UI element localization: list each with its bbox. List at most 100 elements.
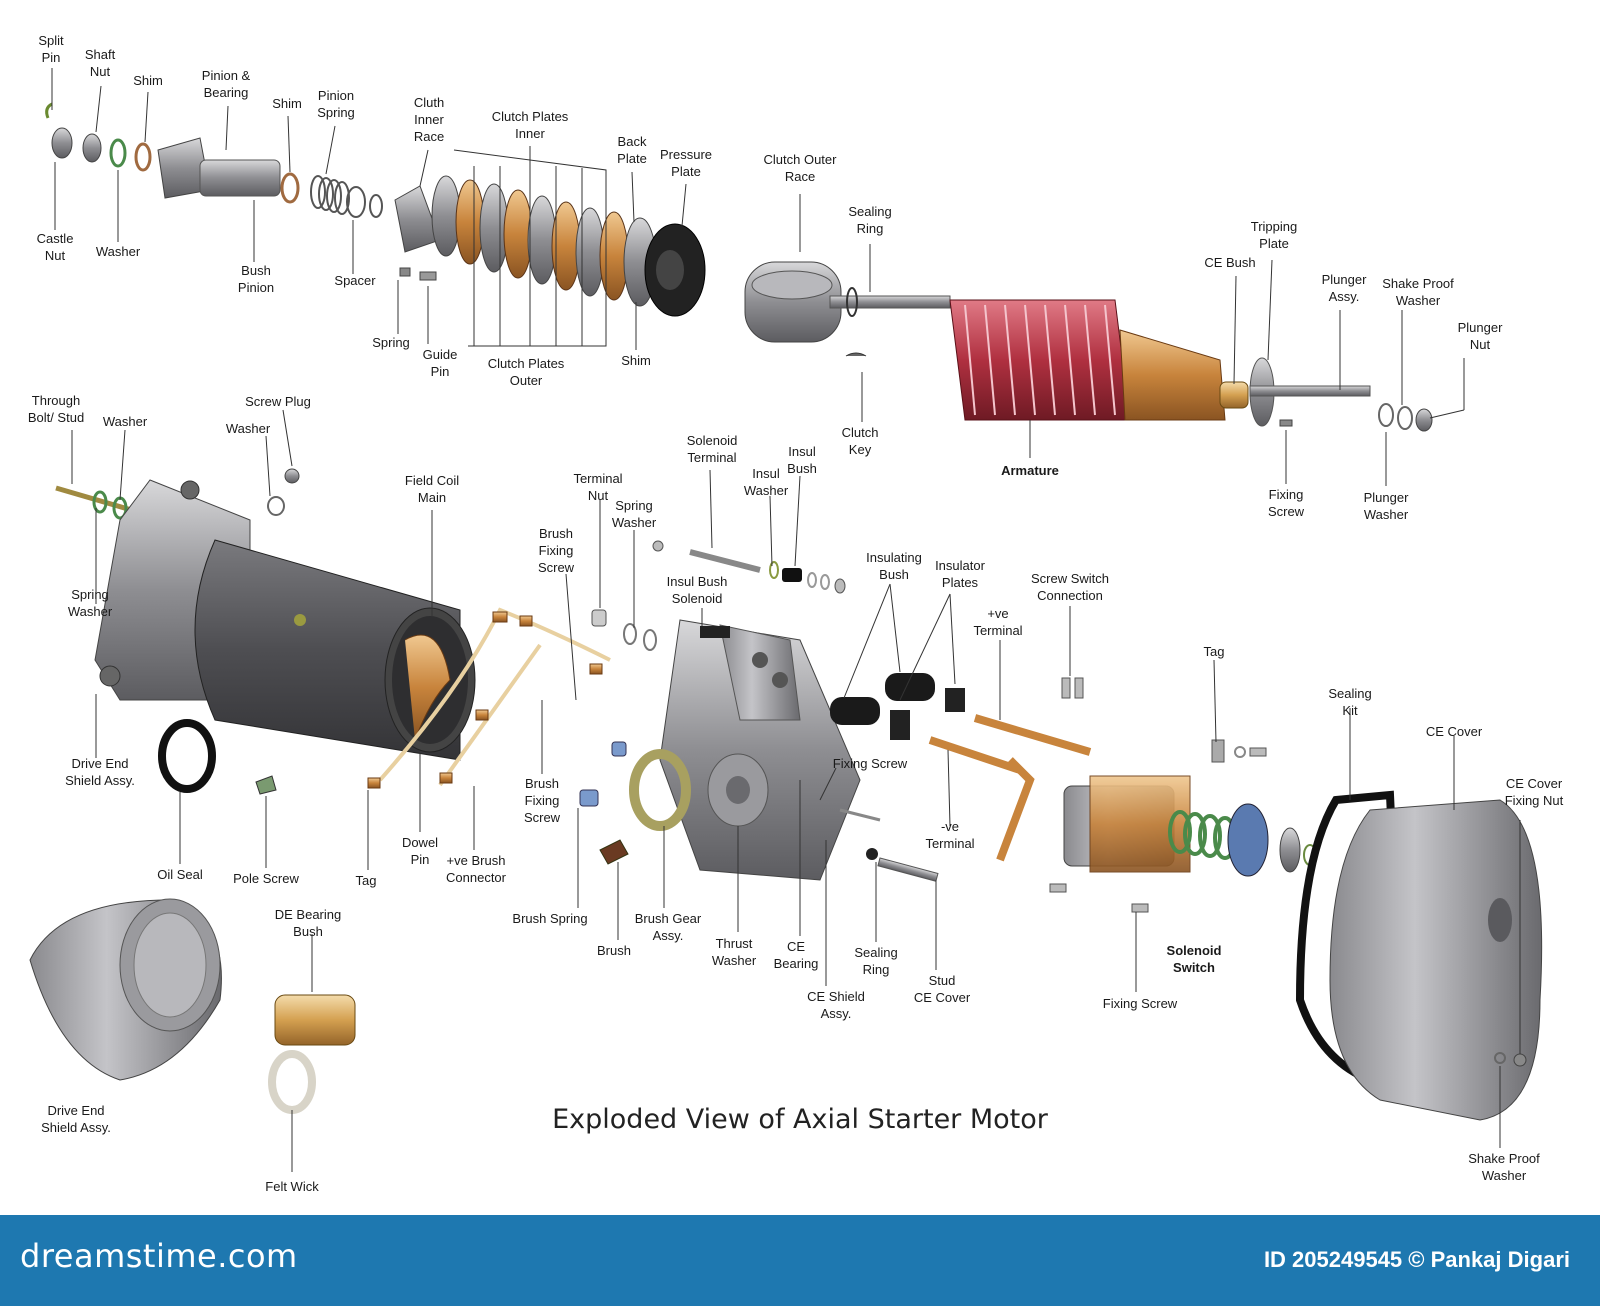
label-sealing-ring-bottom: Sealing Ring: [854, 945, 898, 977]
label-clutch-key: Clutch Key: [841, 425, 879, 457]
shim-part: [134, 142, 152, 172]
brush-spring-part: [579, 789, 599, 807]
label-fixing-screw-mid: Fixing Screw: [832, 756, 908, 771]
label-terminal-nut: Terminal Nut: [573, 471, 623, 503]
bush-pinion-part: [199, 159, 281, 197]
sealing-ring-small-part: [866, 848, 878, 860]
label-shake-proof-washer-top: Shake Proof Washer: [1382, 276, 1454, 308]
label-tag-right: Tag: [1203, 644, 1225, 659]
tag-part: [1211, 739, 1225, 763]
label-field-coil-main: Field Coil Main: [404, 473, 460, 505]
armature-windings: [964, 304, 1116, 416]
label-solenoid-switch: Solenoid Switch: [1166, 943, 1222, 975]
label-solenoid-terminal: Solenoid Terminal: [686, 433, 738, 465]
ce-bush-part: [1219, 381, 1249, 409]
label-washer-mid: Washer: [102, 414, 148, 429]
label-brush-gear-assy: Brush Gear Assy.: [634, 911, 702, 943]
label-ce-cover: CE Cover: [1425, 724, 1483, 739]
de-bearing-bush-part: [274, 994, 356, 1046]
stud-ce-cover-part: [877, 857, 939, 882]
castle-nut-part: [51, 127, 73, 159]
label-drive-end-shield-assy-bottom: Drive End Shield Assy.: [41, 1103, 111, 1135]
label-bush-pinion: Bush Pinion: [237, 263, 275, 295]
neg-terminal-part: [928, 736, 1022, 774]
solenoid-plunger-part: [1227, 803, 1269, 877]
label-through-bolt: Through Bolt/ Stud: [27, 393, 85, 425]
pole-screw-part: [255, 775, 277, 795]
label-spring-washer-mid: Spring Washer: [611, 498, 657, 530]
label-castle-nut: Castle Nut: [36, 231, 74, 263]
label-spring-washer-left: Spring Washer: [67, 587, 113, 619]
label-shim-2: Shim: [272, 96, 302, 111]
label-clutch-outer-race: Clutch Outer Race: [763, 152, 837, 184]
label-shaft-nut: Shaft Nut: [84, 47, 116, 79]
label-plunger-nut: Plunger Nut: [1457, 320, 1503, 352]
label-brush: Brush: [597, 943, 631, 958]
label-shim-1: Shim: [133, 73, 163, 88]
label-clutch-plates-inner: Clutch Plates Inner: [491, 109, 569, 141]
label-split-pin: Split Pin: [38, 33, 64, 65]
drive-end-bottom-group: [29, 898, 356, 1114]
label-pole-screw: Pole Screw: [233, 871, 299, 886]
armature-core-part: [949, 299, 1131, 421]
label-spring: Spring: [372, 335, 410, 350]
label-insul-bush: Insul Bush: [787, 444, 817, 476]
label-washer-top: Washer: [95, 244, 141, 259]
label-brush-fixing-screw-top: Brush Fixing Screw: [537, 526, 575, 575]
guide-pin-part: [419, 271, 437, 281]
label-insul-washer: Insul Washer: [743, 466, 789, 498]
label-guide-pin: Guide Pin: [422, 347, 458, 379]
felt-wick-part: [268, 1050, 316, 1114]
label-screw-switch-connection: Screw Switch Connection: [1030, 571, 1110, 603]
label-insulating-bush: Insulating Bush: [866, 550, 922, 582]
label-ce-bearing: CE Bearing: [773, 939, 819, 971]
label-plunger-assy: Plunger Assy.: [1321, 272, 1367, 304]
clutch-key-part: [845, 352, 867, 357]
label-neg-terminal: -ve Terminal: [925, 819, 975, 851]
label-oil-seal: Oil Seal: [157, 867, 203, 882]
armature-group: [744, 261, 1433, 432]
label-pinion-spring: Pinion Spring: [317, 88, 355, 120]
brand-logo[interactable]: dreamstime.com: [20, 1237, 298, 1275]
commutator-part: [1119, 329, 1226, 421]
oil-seal-part: [158, 719, 216, 793]
label-pressure-plate: Pressure Plate: [659, 147, 713, 179]
label-stud-ce-cover: Stud CE Cover: [913, 973, 971, 1005]
spacer-part: [346, 186, 366, 218]
label-pinion-bearing: Pinion & Bearing: [201, 68, 251, 100]
label-de-bearing-bush: DE Bearing Bush: [274, 907, 342, 939]
label-fixing-screw-top: Fixing Screw: [1267, 487, 1305, 519]
brush-part: [599, 839, 629, 865]
shaft-nut-part: [82, 133, 102, 163]
label-tag-left: Tag: [355, 873, 377, 888]
washer-part: [109, 138, 127, 168]
label-spacer: Spacer: [334, 273, 376, 288]
ce-shield-part: [659, 619, 861, 881]
clutch-plates-group: [431, 175, 706, 317]
label-drive-end-shield-assy-top: Drive End Shield Assy.: [65, 756, 135, 788]
label-plunger-washer: Plunger Washer: [1363, 490, 1409, 522]
label-fixing-screw-bottom: Fixing Screw: [1102, 996, 1178, 1011]
label-clutch-plates-outer: Clutch Plates Outer: [487, 356, 565, 388]
ce-cover-fixing-nut-part: [1513, 1053, 1527, 1067]
label-insul-bush-solenoid: Insul Bush Solenoid: [666, 574, 728, 606]
label-pos-brush-connector: +ve Brush Connector: [446, 853, 506, 885]
leader-lines: [51, 68, 1521, 1172]
label-armature: Armature: [1001, 463, 1059, 478]
label-felt-wick: Felt Wick: [265, 1179, 319, 1194]
label-shake-proof-washer-bottom: Shake Proof Washer: [1468, 1151, 1540, 1183]
yoke-group: [55, 468, 611, 795]
exploded-view-drawing: [29, 68, 1543, 1172]
label-dowel-pin: Dowel Pin: [401, 835, 439, 867]
label-clutch-inner-race: Cluth Inner Race: [413, 95, 445, 144]
label-thrust-washer: Thrust Washer: [711, 936, 757, 968]
solenoid-terminal-group: [652, 540, 1092, 862]
label-ce-bush: CE Bush: [1204, 255, 1256, 270]
ce-cover-part: [1329, 799, 1543, 1121]
ce-cover-group: [1295, 790, 1543, 1121]
label-ce-shield-assy: CE Shield Assy.: [807, 989, 865, 1021]
label-shim-3: Shim: [621, 353, 651, 368]
insulator-plate-part: [890, 710, 910, 740]
screw-plug-part: [284, 468, 300, 484]
label-screw-plug: Screw Plug: [245, 394, 311, 409]
